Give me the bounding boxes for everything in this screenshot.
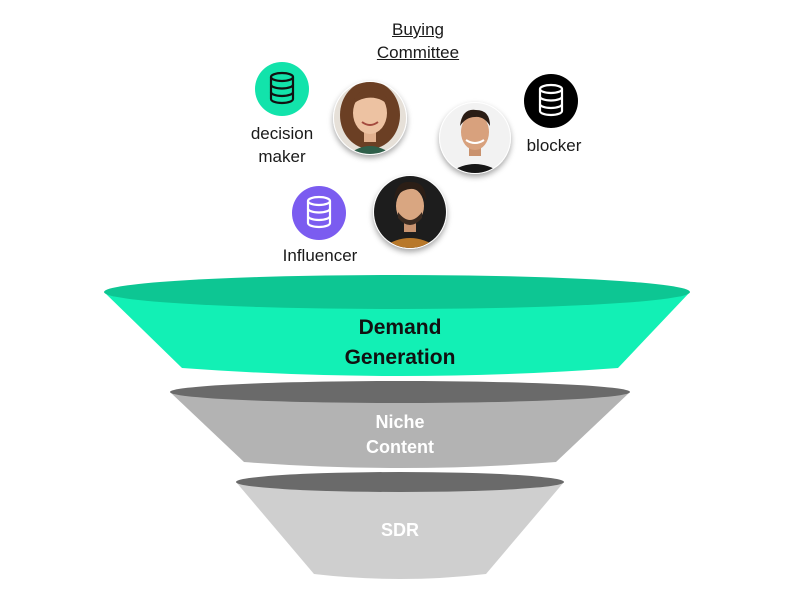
funnel-stage-sdr (236, 472, 564, 579)
decision-maker-icon (255, 62, 309, 116)
avatar-decision-maker (333, 81, 407, 155)
decision-maker-label: decision maker (232, 122, 332, 168)
niche-content-line2: Content (366, 437, 434, 457)
demand-generation-line1: Demand (358, 316, 442, 339)
sdr-label: SDR (380, 520, 419, 540)
blocker-label: blocker (526, 136, 582, 155)
blocker-icon (524, 74, 578, 128)
avatar-influencer (373, 175, 447, 249)
title-line1: Buying (392, 20, 444, 39)
influencer-label: Influencer (282, 246, 358, 265)
decision-maker-label-line2: maker (258, 147, 306, 166)
title-line2: Committee (376, 43, 460, 62)
decision-maker-label-line1: decision (250, 124, 314, 143)
funnel-stage-demand-generation (104, 275, 690, 376)
niche-content-line1: Niche (375, 412, 425, 432)
demand-generation-label: Demand Generation (300, 313, 500, 373)
influencer-icon (292, 186, 346, 240)
demand-generation-line2: Generation (344, 346, 456, 369)
avatar-blocker (439, 102, 511, 174)
niche-content-label: Niche Content (320, 410, 480, 460)
funnel-stage-niche-content (170, 381, 630, 468)
buying-committee-title: Buying Committee (340, 18, 496, 64)
